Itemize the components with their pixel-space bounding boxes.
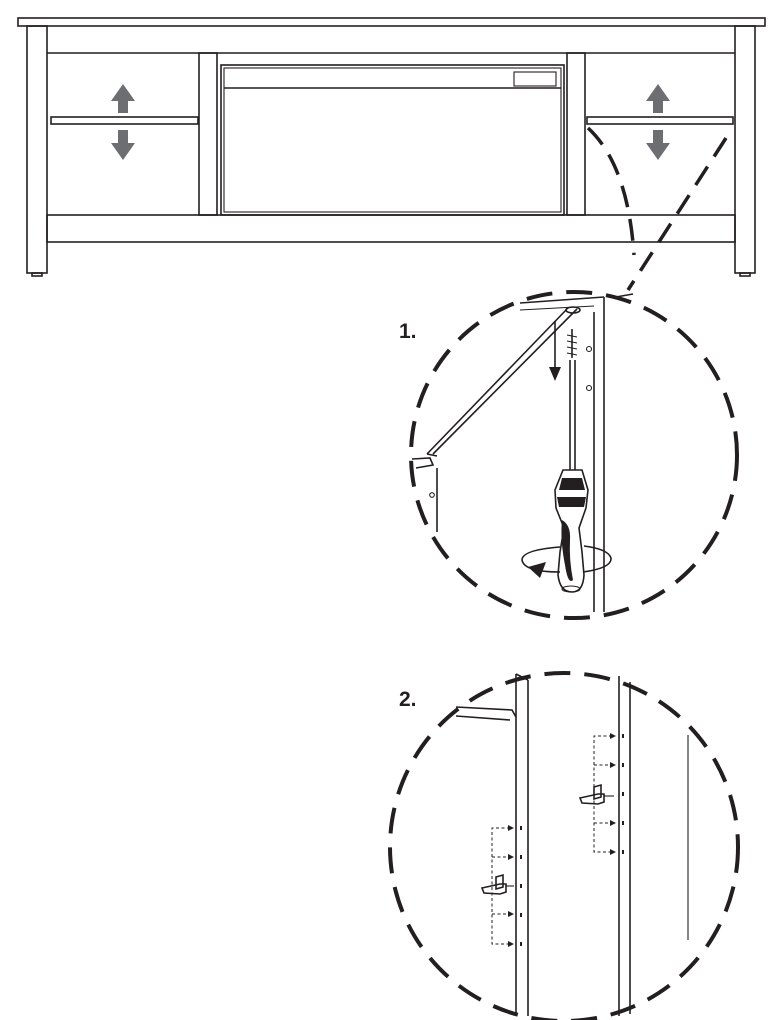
tv-stand-overview: [17, 17, 766, 298]
step-1-detail: 1.: [399, 290, 739, 620]
shelf-pin-holes-right: [622, 734, 624, 854]
screw-head: [565, 306, 581, 314]
shelf-pin-icon: [480, 873, 514, 895]
step-1-label: 1.: [399, 320, 417, 343]
left-divider: [198, 52, 218, 216]
step-1-callout-circle: [409, 290, 739, 620]
step-2-callout-circle: [388, 671, 740, 1020]
fireplace-insert: [220, 64, 565, 216]
control-panel: [513, 71, 557, 87]
down-arrow-icon: [549, 321, 561, 381]
step-2-detail: 2.: [388, 671, 740, 1020]
right-side-panel: [734, 25, 756, 274]
left-adjustable-shelf: [50, 116, 199, 125]
step-2-label: 2.: [399, 688, 417, 711]
position-arrows-left: [491, 825, 514, 947]
right-adjustable-shelf: [586, 116, 734, 125]
position-arrows-right: [593, 733, 616, 855]
right-foot: [739, 272, 751, 277]
zoom-callout-line: [626, 137, 728, 291]
left-foot: [31, 272, 43, 277]
screw-icon: [566, 329, 578, 358]
zoom-callout-curve: [586, 126, 636, 256]
left-side-panel: [26, 25, 48, 274]
right-divider: [566, 52, 586, 216]
left-adjust-arrows-icon: [111, 84, 135, 160]
right-adjust-arrows-icon: [646, 84, 670, 160]
screwdriver-icon: [554, 360, 589, 593]
shelf-pin-icon-2: [578, 783, 614, 805]
top-board: [17, 17, 766, 27]
shelf-pin-holes-left: [520, 826, 522, 946]
rotate-arrow-icon: [521, 545, 612, 578]
